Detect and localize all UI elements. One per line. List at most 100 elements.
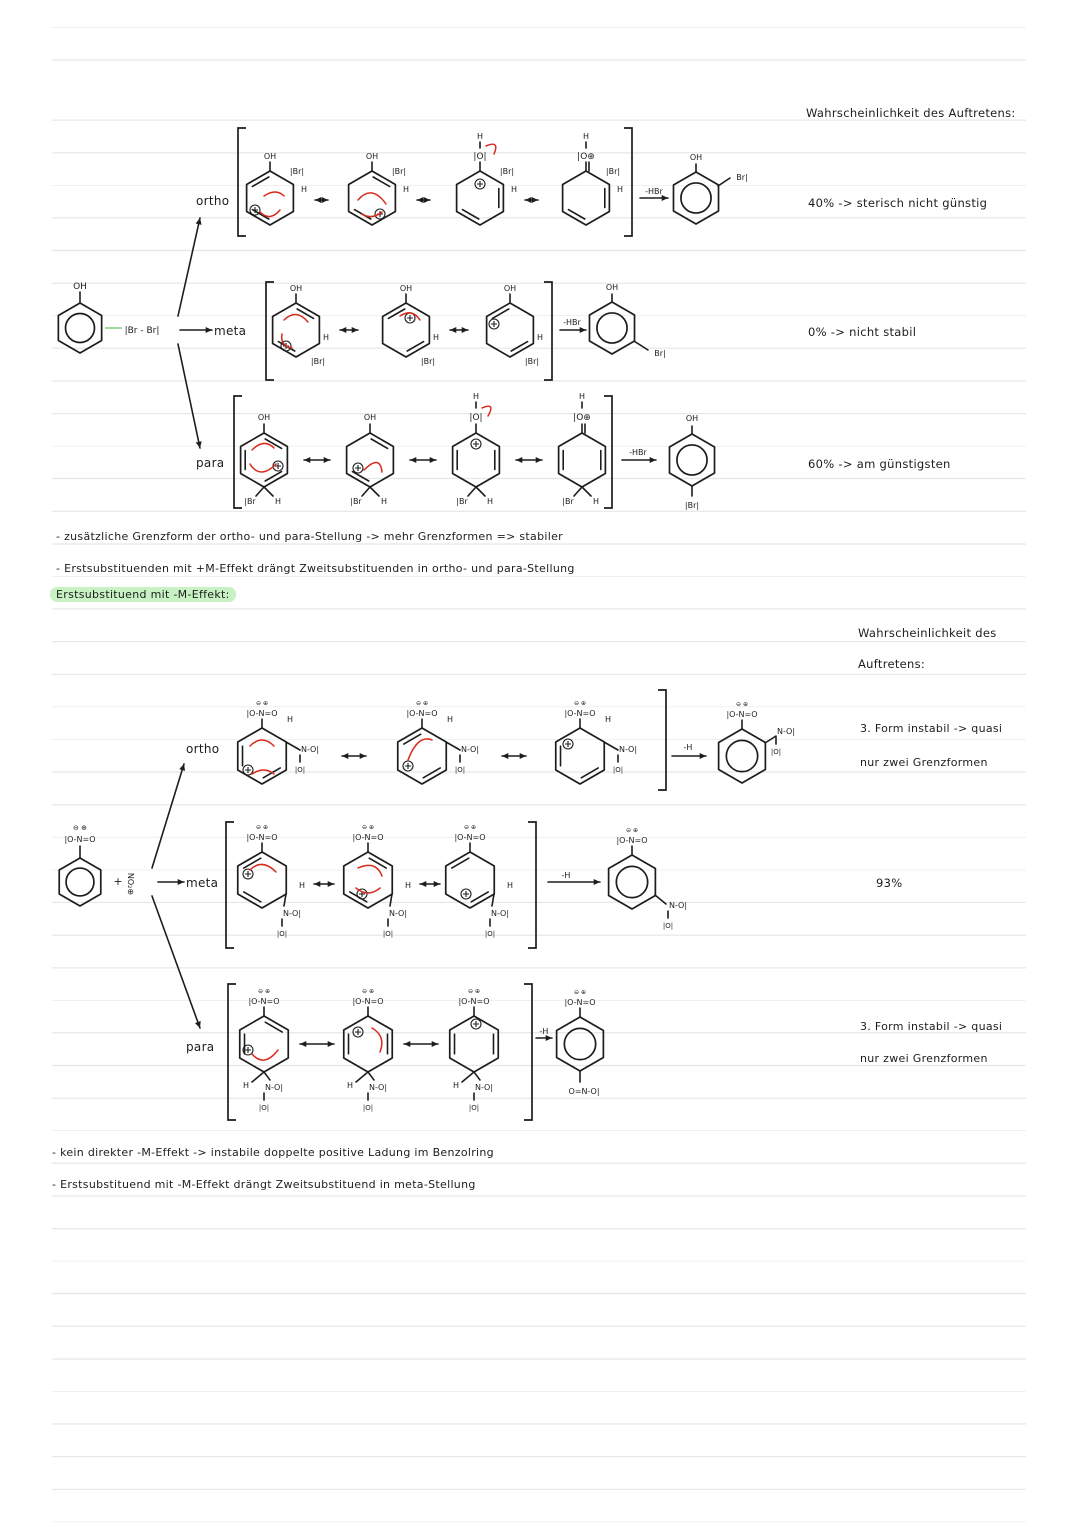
meta2-h-label: H xyxy=(299,881,305,890)
ring-frame xyxy=(342,851,394,909)
nitro-charges: ⊖ ⊕ xyxy=(626,827,638,834)
h-bond xyxy=(581,486,592,497)
para2-no2-label: N-O| xyxy=(369,1083,387,1092)
positive-charge-icon xyxy=(356,888,368,900)
br-bond xyxy=(633,340,649,351)
ortho-resonance-ring-1 xyxy=(245,170,295,226)
ortho2-bracket-right xyxy=(658,689,667,791)
ortho-probability-2-line2: nur zwei Grenzformen xyxy=(860,756,988,769)
electron-shift-arrow xyxy=(357,192,387,205)
para-oxonium-label: |O| xyxy=(469,413,482,423)
arrow-head xyxy=(431,1040,438,1048)
para-elimination-label: -HBr xyxy=(629,448,647,457)
double-bond xyxy=(510,340,529,352)
arrow-head xyxy=(450,326,457,334)
branch-arrow-ortho-2 xyxy=(151,763,185,869)
nitro-charges: ⊖ ⊕ xyxy=(416,700,428,707)
ortho-resonance-ring-3 xyxy=(455,143,505,226)
plus-sign xyxy=(275,463,281,469)
positive-charge-icon xyxy=(352,462,364,474)
ortho2-h-label: H xyxy=(605,715,611,724)
br-bond xyxy=(717,177,731,187)
positive-charge-icon xyxy=(352,1026,364,1038)
arrow-head xyxy=(649,456,656,464)
aromatic-circle xyxy=(676,444,708,476)
positive-charge-icon xyxy=(460,888,472,900)
h-bond xyxy=(355,1071,369,1083)
para-product-oh: OH xyxy=(686,414,698,423)
branch-arrow-para-2 xyxy=(151,895,201,1029)
aromatic-circle xyxy=(615,865,649,899)
electron-shift-arrow xyxy=(251,769,275,775)
meta-h-label: H xyxy=(433,333,439,342)
meta-br-label: |Br| xyxy=(421,357,435,366)
para2-product-no2: O=N-O| xyxy=(568,1087,599,1096)
electron-shift-arrow xyxy=(399,312,421,321)
electron-shift-arrow xyxy=(280,333,293,349)
ortho-oh-label: OH xyxy=(264,152,276,161)
para-product-br: |Br| xyxy=(685,501,699,510)
para-br-label: |Br xyxy=(350,497,362,506)
electron-shift-arrow xyxy=(485,143,497,155)
double-bond xyxy=(242,857,262,869)
ortho-br-label: |Br| xyxy=(392,167,406,176)
double-bond xyxy=(470,891,490,903)
ring-frame xyxy=(57,302,103,354)
plus-sign xyxy=(477,181,483,187)
double-bond xyxy=(402,733,422,745)
n-bond xyxy=(263,1071,271,1081)
ortho2-product-ring xyxy=(717,728,767,784)
ortho-br-label: |Br| xyxy=(606,167,620,176)
arrow-head xyxy=(420,880,427,888)
double-bond xyxy=(351,470,370,482)
para-bracket-left xyxy=(233,395,242,509)
meta-oh-label: OH xyxy=(290,284,302,293)
arrow-head xyxy=(321,196,328,204)
reagent-label: |Br - Br| xyxy=(125,326,160,336)
nitro-charges: ⊖ ⊕ xyxy=(574,989,586,996)
ring-frame xyxy=(381,302,431,358)
electron-shift-arrow xyxy=(407,738,433,761)
meta-oh-label: OH xyxy=(504,284,516,293)
h-bond xyxy=(251,1071,265,1083)
br-bond xyxy=(573,486,583,497)
section2-heading: Erstsubstituend mit -M-Effekt: xyxy=(50,587,236,602)
ring-frame xyxy=(238,1015,290,1073)
para-h-label: H xyxy=(275,497,281,506)
para-br-label: |Br xyxy=(244,497,256,506)
probability-header-line1: Wahrscheinlichkeit des xyxy=(858,626,997,640)
ring-frame xyxy=(239,432,289,488)
ortho2-resonance-ring-2 xyxy=(396,727,448,785)
nitro-lower-o: |O| xyxy=(663,922,673,930)
para2-h-label: H xyxy=(243,1081,249,1090)
aromatic-circle xyxy=(65,867,95,897)
ortho2-h-label: H xyxy=(447,715,453,724)
nitro-charges: ⊖ ⊕ xyxy=(574,700,586,707)
double-bond xyxy=(387,308,406,320)
meta-bracket-left xyxy=(265,281,274,381)
plus-sign xyxy=(405,763,411,769)
ortho-oxonium-label: |O| xyxy=(473,152,486,162)
ortho-product-ring xyxy=(672,171,720,225)
n-bond xyxy=(445,741,461,751)
plus-sign xyxy=(355,465,361,471)
electron-shift-arrow xyxy=(249,739,275,747)
double-bond xyxy=(580,767,600,779)
ortho-h-label: H xyxy=(617,185,623,194)
arrow-head xyxy=(194,1021,201,1028)
ring-frame xyxy=(561,170,611,226)
arrow-head xyxy=(519,752,526,760)
nitro-lower-o: |O| xyxy=(383,930,393,938)
para-probability-2-line2: nur zwei Grenzformen xyxy=(860,1052,988,1065)
arrow-head xyxy=(359,752,366,760)
ring-frame xyxy=(588,301,636,355)
electron-shift-arrow xyxy=(361,211,383,218)
double-bond xyxy=(264,438,283,450)
para2-resonance-ring-3 xyxy=(448,1015,500,1073)
ortho2-nitro-label: |O-N=O xyxy=(406,709,437,718)
arrow-head xyxy=(300,1040,307,1048)
positive-charge-icon xyxy=(402,760,414,772)
para-resonance-ring-4 xyxy=(557,432,607,488)
ortho2-nitro-label: |O-N=O xyxy=(246,709,277,718)
